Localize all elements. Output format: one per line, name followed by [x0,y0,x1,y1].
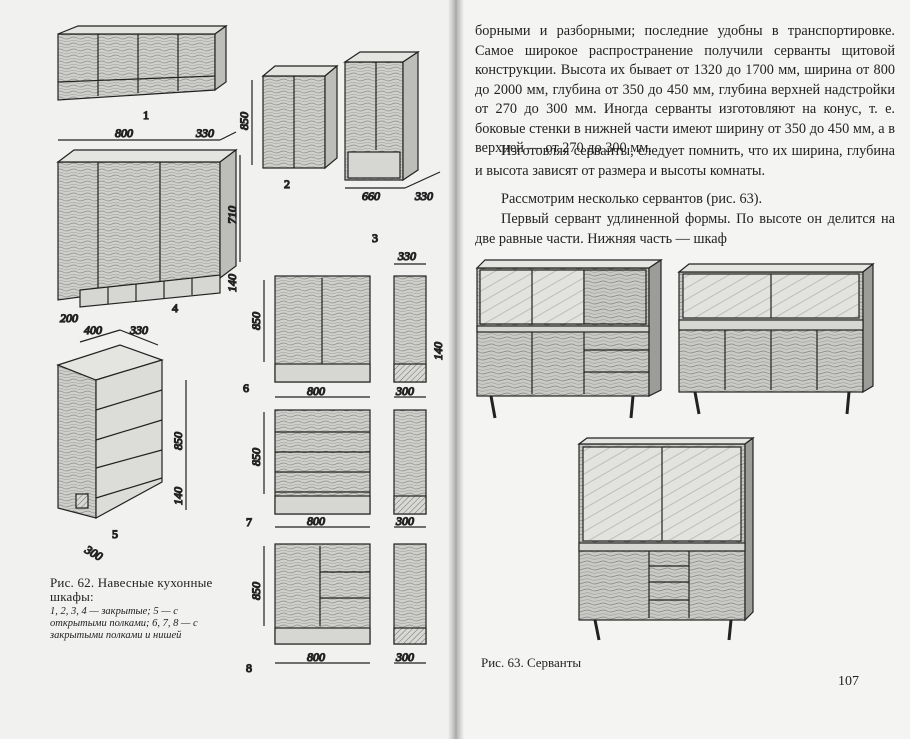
dimension-label: 850 [249,582,263,600]
caption-title: Рис. 62. Навесные кухонные шкафы: [50,575,213,604]
figure-6-front [274,275,371,383]
sideboard-3 [577,436,755,641]
dimension-label: 800 [307,384,325,398]
figure-7-side [393,409,427,515]
dimension-label: 300 [395,514,414,528]
dimension-label: 850 [171,432,185,450]
figure-62-drawings: 1 850 2 660 330 3 [56,24,446,676]
dimension-label: 330 [414,189,433,203]
figure-number: 1 [143,108,149,122]
page-number: 107 [838,674,859,689]
dimension-label: 140 [431,342,445,360]
sideboard-1 [475,258,663,419]
figure-63-drawings [475,258,875,641]
paragraph-4: Первый сервант удлиненной формы. По высо… [475,211,895,247]
dimension-label: 300 [395,384,414,398]
book-gutter [448,0,464,739]
dimension-label: 330 [195,126,214,140]
dimension-label: 300 [82,542,105,564]
dimension-label: 800 [307,650,325,664]
figure-8-front [274,543,371,645]
figure-63-caption: Рис. 63. Серванты [481,655,582,670]
dimension-label: 400 [84,323,102,337]
dimension-label: 140 [171,487,185,505]
figure-7-front [274,409,371,515]
caption-legend: 1, 2, 3, 4 — закрытые; 5 — с открытыми п… [50,606,198,641]
paragraph-3: Рассмотрим несколько сервантов (рис. 63)… [501,191,763,207]
dimension-label: 800 [115,126,133,140]
sideboard-2 [677,262,875,415]
figure-5-cabinet [56,344,164,520]
figure-number: 6 [243,381,249,395]
figure-6-side [393,275,427,383]
left-page: 1 850 2 660 330 3 [50,24,446,676]
paragraph-1: борными и разборными; последние удобны в… [475,23,895,156]
figure-number: 2 [284,177,290,191]
figure-62-caption: Рис. 62. Навесные кухонные шкафы: 1, 2, … [50,576,220,642]
dimension-label: 710 [225,206,239,224]
dimension-label: 330 [129,323,148,337]
dimension-label: 800 [307,514,325,528]
dimension-label: 200 [60,311,78,325]
dimension-label: 850 [249,312,263,330]
paragraph-2: Изготовляя серванты, следует помнить, чт… [475,143,895,179]
dimension-label: 330 [397,249,416,263]
figure-number: 3 [372,231,378,245]
dimension-label: 300 [395,650,414,664]
figure-number: 7 [246,515,252,529]
dimension-label: 660 [362,189,380,203]
right-page: борными и разборными; последние удобны в… [455,0,910,739]
figure-number: 4 [172,301,178,315]
figure-8-side [393,543,427,645]
figure-4-cabinet [56,148,238,308]
dimension-label: 850 [237,112,251,130]
figure-3-cabinet [343,50,420,182]
figure-1-cabinet [57,24,228,101]
dimension-label: 140 [225,274,239,292]
dimension-label: 850 [249,448,263,466]
figure-2-cabinet [261,64,339,170]
figure-number: 8 [246,661,252,675]
figure-number: 5 [112,527,118,541]
